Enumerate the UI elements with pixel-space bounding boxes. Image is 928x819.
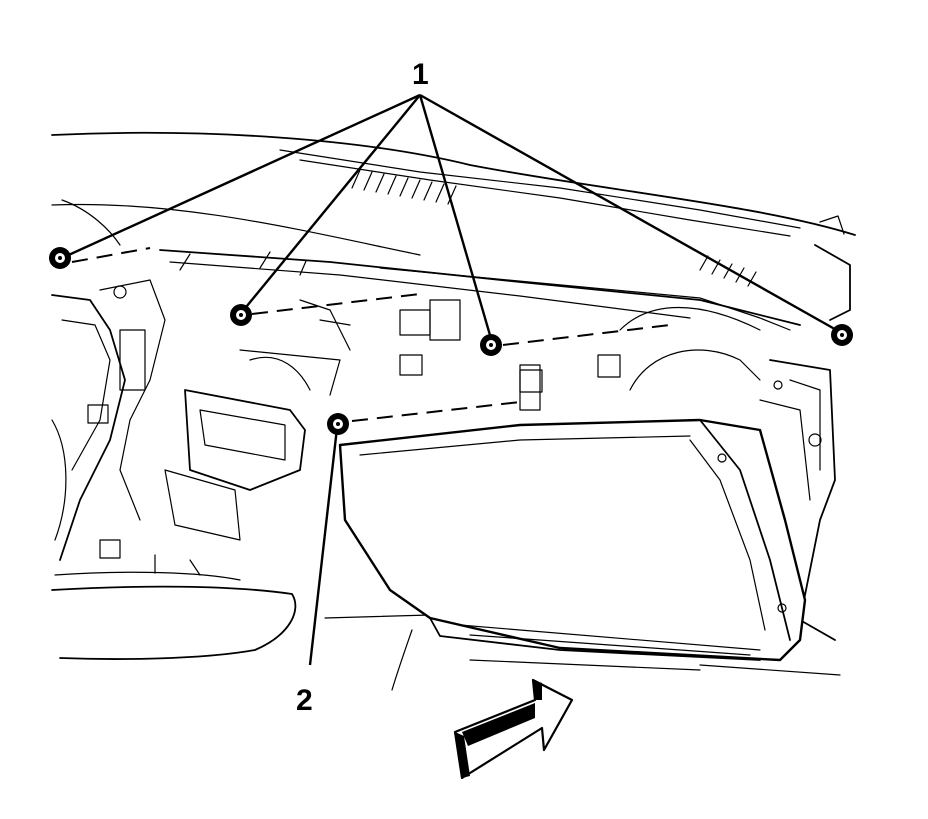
bolt-icon [230,304,252,326]
instrument-panel-drawing [51,131,856,691]
glove-box-assembly [338,364,807,662]
install-path-lines [71,247,671,422]
callout-leader-lines [61,93,841,666]
bolt-icon [327,413,349,435]
callout-label-fastener-upper: 1 [412,58,429,91]
bolt-icon [49,247,71,269]
bolt-icon [831,324,853,346]
view-direction-arrow-icon [453,678,574,780]
callout-label-fastener-lower: 2 [296,684,313,717]
bolt-icon [480,334,502,356]
